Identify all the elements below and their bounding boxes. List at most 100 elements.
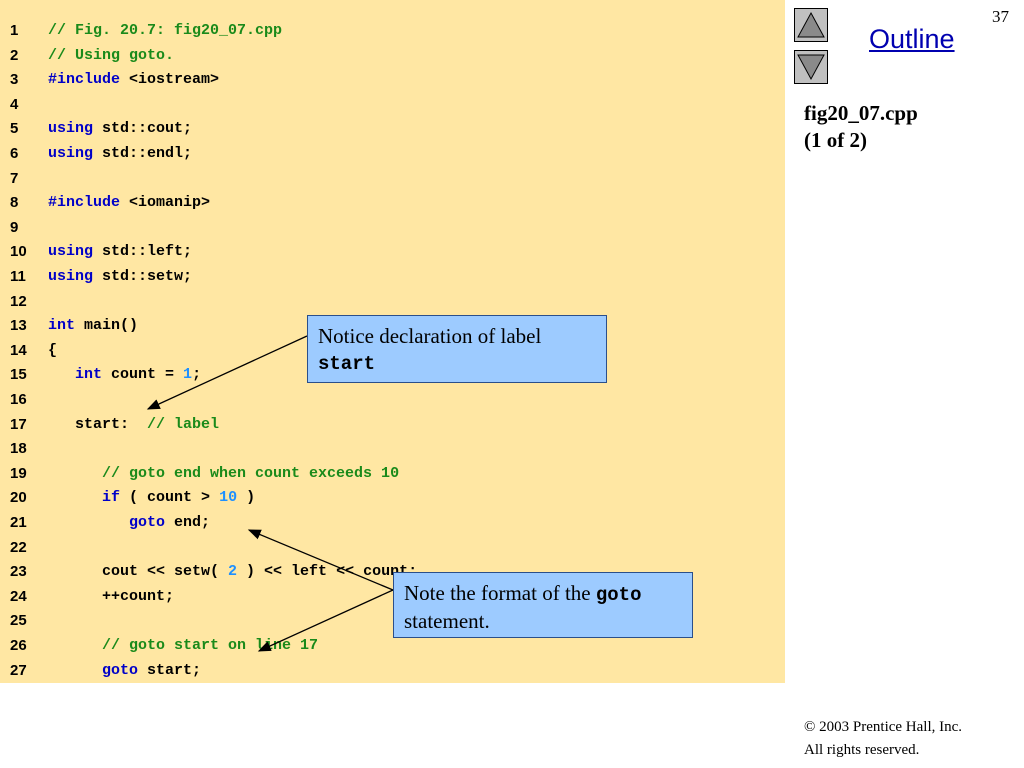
code-text: goto start; — [48, 659, 201, 683]
code-token: std::left; — [93, 243, 193, 261]
code-line: 16 — [0, 388, 785, 412]
code-text: using std::endl; — [48, 142, 192, 166]
arrow-to-goto-start — [257, 589, 394, 652]
line-number: 24 — [10, 587, 27, 605]
code-token: goto — [102, 661, 139, 679]
code-line: 18 — [0, 437, 785, 461]
code-text: using std::setw; — [48, 265, 192, 289]
code-text: // goto start on line 17 — [48, 634, 318, 658]
code-line: 11 using std::setw; — [0, 265, 785, 289]
line-number: 10 — [10, 243, 27, 261]
code-text: // Fig. 20.7: fig20_07.cpp — [48, 19, 282, 43]
code-text: cout << setw( 2 ) << left << count; — [48, 560, 417, 584]
code-text: start: // label — [48, 413, 219, 437]
arrow-to-goto-end — [247, 529, 394, 591]
code-text: using std::cout; — [48, 117, 192, 141]
code-text: goto end; — [48, 511, 210, 535]
line-number: 22 — [10, 538, 27, 556]
code-line: 1// Fig. 20.7: fig20_07.cpp — [0, 19, 785, 43]
code-text: // goto end when count exceeds 10 — [48, 462, 399, 486]
code-line: 14{ — [0, 339, 785, 363]
code-token: // label — [147, 415, 220, 433]
line-number: 23 — [10, 563, 27, 581]
callout-text: Note the format of the — [404, 581, 596, 605]
code-token: 1 — [183, 366, 193, 384]
code-token: ) — [237, 489, 256, 507]
code-line: 10 using std::left; — [0, 240, 785, 264]
code-token: std::setw; — [93, 268, 193, 285]
code-token: #include — [48, 71, 121, 89]
callout-code: start — [318, 353, 376, 375]
line-number: 18 — [10, 440, 27, 458]
code-token: goto — [129, 514, 166, 531]
code-line: 4 — [0, 93, 785, 117]
code-token: if — [102, 489, 121, 507]
code-token: int — [75, 366, 103, 384]
outline-link[interactable]: Outline — [869, 24, 955, 54]
line-number: 14 — [10, 341, 27, 359]
line-number: 26 — [10, 637, 27, 654]
code-text: int count = 1; — [48, 363, 201, 387]
next-slide-button[interactable] — [794, 50, 828, 84]
callout-goto-format: Note the format of the goto statement. — [393, 572, 693, 638]
line-number: 11 — [10, 268, 26, 285]
code-token: ++count; — [48, 587, 175, 605]
code-line: 7 — [0, 167, 785, 191]
page-number: 37 — [992, 7, 1009, 26]
code-line: 8#include <iomanip> — [0, 191, 785, 215]
copyright-text: 2003 Prentice Hall, Inc. — [819, 719, 963, 735]
code-token: // Fig. 20.7: fig20_07.cpp — [48, 22, 283, 39]
code-line: 5 using std::cout; — [0, 117, 785, 141]
code-token: using — [48, 243, 94, 261]
code-token: using — [48, 120, 94, 138]
line-number: 4 — [10, 95, 19, 113]
arrow-to-label — [146, 335, 308, 410]
line-number: 27 — [10, 661, 27, 679]
code-token: ; — [192, 366, 202, 384]
callout-text: Notice declaration of label — [318, 324, 542, 348]
code-line: 3 #include <iostream> — [0, 68, 785, 92]
code-token: ) << left << count; — [237, 563, 418, 581]
line-number: 16 — [10, 391, 27, 408]
code-line: 22 — [0, 536, 785, 560]
code-token: end; — [165, 514, 211, 531]
code-token: #include — [48, 194, 121, 212]
line-number: 7 — [10, 169, 19, 187]
code-line: 9 — [0, 216, 785, 240]
code-token: // goto end when count exceeds 10 — [102, 464, 400, 482]
code-token: cout << setw( — [48, 563, 229, 581]
line-number: 15 — [10, 366, 27, 384]
code-token: using — [48, 145, 94, 162]
code-text: #include <iomanip> — [48, 191, 210, 215]
code-token: // goto start on line 17 — [102, 637, 319, 654]
line-number: 3 — [10, 71, 19, 89]
code-line: 15 int count = 1; — [0, 363, 785, 387]
code-line: 2 // Using goto. — [0, 44, 785, 68]
code-text: if ( count > 10 ) — [48, 486, 255, 510]
line-number: 9 — [10, 218, 19, 236]
line-number: 13 — [10, 317, 27, 335]
callout-code: goto — [595, 584, 642, 606]
line-number: 21 — [10, 514, 27, 531]
file-name: fig20_07.cpp — [804, 101, 918, 125]
line-number: 2 — [10, 46, 19, 64]
code-token: 10 — [219, 489, 238, 507]
code-text: #include <iostream> — [48, 68, 219, 92]
code-line: 26 // goto start on line 17 — [0, 634, 785, 658]
line-number: 5 — [10, 120, 19, 138]
line-number: 17 — [10, 415, 27, 433]
previous-slide-button[interactable] — [794, 8, 828, 42]
file-part: (1 of 2) — [804, 128, 867, 152]
code-token: <iostream> — [120, 71, 220, 89]
file-title: fig20_07.cpp (1 of 2) — [804, 100, 918, 154]
code-line: 23 cout << setw( 2 ) << left << count; — [0, 560, 785, 584]
code-line: 25 — [0, 609, 785, 633]
code-text: // Using goto. — [48, 44, 174, 68]
line-number: 12 — [10, 292, 27, 310]
code-line: 17 start: // label — [0, 413, 785, 437]
code-token: std::endl; — [93, 145, 193, 162]
code-token: 2 — [228, 563, 238, 581]
copyright-symbol: © — [804, 719, 816, 735]
